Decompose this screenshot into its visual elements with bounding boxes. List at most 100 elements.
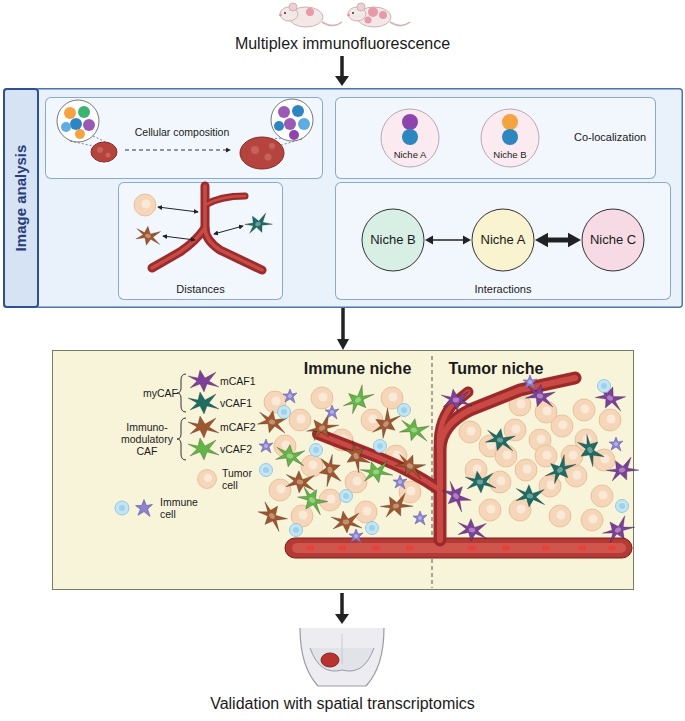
- niche-illustration: [392, 449, 430, 484]
- niche-illustration: [317, 453, 344, 487]
- flow-arrow: [340, 593, 344, 615]
- niche-illustration: [311, 387, 333, 409]
- box-caption: Distances: [118, 283, 283, 296]
- composition-illustration: [278, 106, 290, 118]
- niche-illustration: [439, 392, 468, 455]
- niche-illustration: [468, 546, 476, 551]
- niche-illustration: [264, 391, 286, 413]
- breast-illustration: [342, 634, 343, 664]
- distance-illustration: [152, 228, 205, 268]
- niche-illustration: [575, 429, 597, 451]
- niche-illustration: [398, 404, 411, 417]
- arrow-head: [463, 236, 471, 245]
- mouse-illustration: [284, 12, 286, 14]
- composition-illustration: [262, 138, 281, 140]
- niche-circle: Niche B: [361, 208, 425, 272]
- niche-illustration: [509, 499, 531, 521]
- brace: [177, 374, 186, 412]
- breast-illustration: [300, 628, 384, 686]
- panel-title: Image analysis: [11, 98, 31, 298]
- niche-illustration: [338, 546, 346, 551]
- cell-symbol: [119, 505, 125, 511]
- breast-illustration: [310, 648, 374, 671]
- cell-symbol: [188, 392, 219, 414]
- niche-illustration: [385, 445, 407, 467]
- niche-illustration: [432, 356, 433, 588]
- niche-illustration: [482, 425, 519, 456]
- niche-illustration: [378, 490, 415, 521]
- niche-illustration: [254, 407, 291, 438]
- niche-illustration: [273, 441, 309, 470]
- mouse-illustration: [379, 11, 387, 19]
- niche-illustration: [361, 409, 383, 431]
- mouse-illustration: [347, 14, 350, 17]
- niche-illustration: [381, 387, 403, 409]
- distance-illustration: [205, 186, 262, 270]
- flow-arrow: [335, 76, 349, 86]
- composition-illustration: [292, 105, 304, 117]
- composition-illustration: [70, 118, 82, 130]
- distance-illustration: [133, 224, 163, 249]
- niche-illustration: [301, 455, 323, 477]
- composition-illustration: [78, 106, 90, 118]
- niche-illustration: [283, 389, 297, 403]
- distance-illustration: [134, 194, 156, 216]
- mouse-illustration: [289, 3, 297, 11]
- analysis-box: Distances: [118, 182, 283, 300]
- niche-illustration: [459, 421, 481, 443]
- niche-illustration: [523, 375, 537, 389]
- breast-illustration: [300, 628, 384, 686]
- niche-illustration: [535, 401, 557, 423]
- niche-cells: [402, 129, 418, 145]
- niche-label: Niche B: [361, 232, 425, 248]
- niche-circle: Niche C: [581, 208, 645, 272]
- niche-label: Niche A: [471, 232, 535, 248]
- mouse-illustration: [357, 3, 365, 11]
- distance-illustration: [152, 228, 205, 268]
- distance-illustration: [205, 186, 262, 270]
- analysis-panel: Image analysisCellular compositionCo-loc…: [3, 88, 683, 308]
- composition-illustration: [83, 119, 95, 131]
- composition-illustration: [269, 143, 275, 149]
- distance-illustration: [205, 196, 245, 205]
- niche-illustration: [551, 415, 573, 437]
- distance-illustration: [133, 186, 274, 270]
- composition-illustration: [70, 141, 98, 147]
- composition-illustration: [64, 107, 76, 119]
- composition-illustration: [57, 100, 99, 142]
- composition-illustration: [91, 142, 117, 162]
- step-label: Multiplex immunofluorescence: [0, 34, 685, 53]
- niche-illustration: [465, 471, 496, 493]
- cell-symbol: [204, 474, 212, 482]
- niche-cells: [402, 114, 518, 145]
- cell-symbol: [115, 501, 129, 515]
- niche-cells: [502, 114, 518, 130]
- niche-illustration: [339, 438, 374, 476]
- mouse-illustration: [279, 3, 410, 27]
- niche-illustration: [578, 546, 586, 551]
- composition-illustration: [274, 121, 284, 131]
- composition-illustration: [97, 147, 103, 153]
- composition-illustration: [298, 118, 310, 130]
- niche-illustration: [440, 378, 575, 540]
- brace: [177, 374, 186, 460]
- niche-illustration: [274, 435, 296, 457]
- composition-illustration: [93, 136, 110, 144]
- niche-illustration: [479, 435, 501, 457]
- niche-illustration: [374, 440, 387, 453]
- connector-line: [546, 238, 570, 243]
- niche-illustration: [600, 512, 638, 547]
- analysis-box: Co-localizationNiche ANiche B: [335, 97, 656, 179]
- niche-illustration: [269, 479, 291, 501]
- cell-symbol: [188, 416, 219, 438]
- niche-illustration: [406, 546, 414, 551]
- niche-illustration: [306, 546, 314, 551]
- niche-illustration: [359, 458, 393, 485]
- niche-illustration: [542, 546, 550, 551]
- niche-illustration: [325, 405, 339, 419]
- niche-illustration: [413, 511, 427, 525]
- niche-illustration: [504, 419, 526, 441]
- niche-illustration: [592, 381, 630, 416]
- niche-illustration: [289, 409, 311, 431]
- niche-illustration: [340, 490, 353, 503]
